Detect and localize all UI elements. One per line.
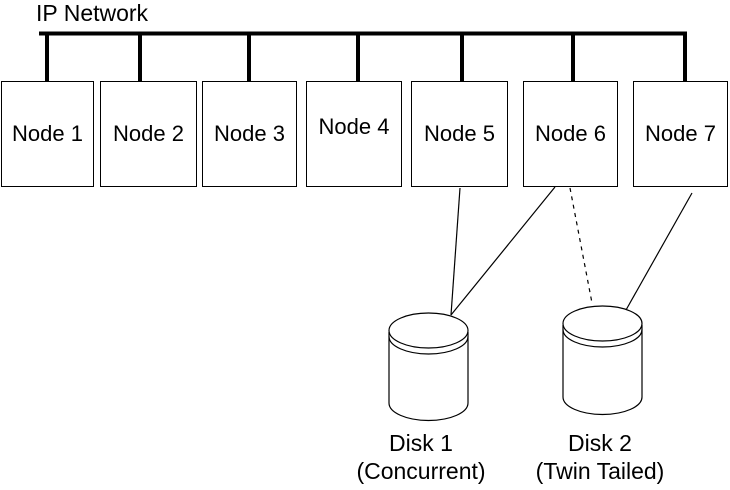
edge-node7-disk2 xyxy=(625,192,693,311)
node-box-6: Node 6 xyxy=(523,81,618,187)
node-label-3: Node 3 xyxy=(214,121,285,146)
ip-network-label: IP Network xyxy=(36,0,149,26)
disk1-type: (Concurrent) xyxy=(356,458,486,484)
disk-connections xyxy=(450,186,693,316)
node-label-4: Node 4 xyxy=(318,114,390,139)
edge-node6-disk2 xyxy=(569,187,593,304)
disk1-label: Disk 1 (Concurrent) xyxy=(311,429,531,485)
node-label-7: Node 7 xyxy=(645,121,716,146)
disk2-label: Disk 2 (Twin Tailed) xyxy=(490,429,710,485)
edge-node5-disk1 xyxy=(450,187,461,316)
node-label-6: Node 6 xyxy=(535,121,606,146)
disk1-name: Disk 1 xyxy=(389,430,453,456)
node-label-1: Node 1 xyxy=(12,121,83,146)
disk1-top xyxy=(388,312,469,349)
disk2-rim xyxy=(562,329,643,348)
ip-network-bus xyxy=(39,31,687,81)
node-box-3: Node 3 xyxy=(202,81,297,187)
node-label-2: Node 2 xyxy=(113,121,184,146)
disk2-type: (Twin Tailed) xyxy=(535,458,665,484)
disk2-name: Disk 2 xyxy=(568,430,632,456)
disk1-body xyxy=(388,332,469,422)
node-box-1: Node 1 xyxy=(1,81,94,187)
node-label-5: Node 5 xyxy=(424,121,495,146)
node-box-7: Node 7 xyxy=(633,81,728,187)
disk2-cylinder xyxy=(562,305,643,416)
node-box-4: Node 4 xyxy=(306,81,402,187)
node-box-5: Node 5 xyxy=(411,81,508,187)
disk1-cylinder xyxy=(388,312,469,422)
node-box-2: Node 2 xyxy=(100,81,197,187)
disk2-body xyxy=(562,325,643,416)
disk2-top xyxy=(562,305,643,342)
edge-node6-disk1 xyxy=(450,186,556,316)
disk1-rim xyxy=(388,336,469,355)
